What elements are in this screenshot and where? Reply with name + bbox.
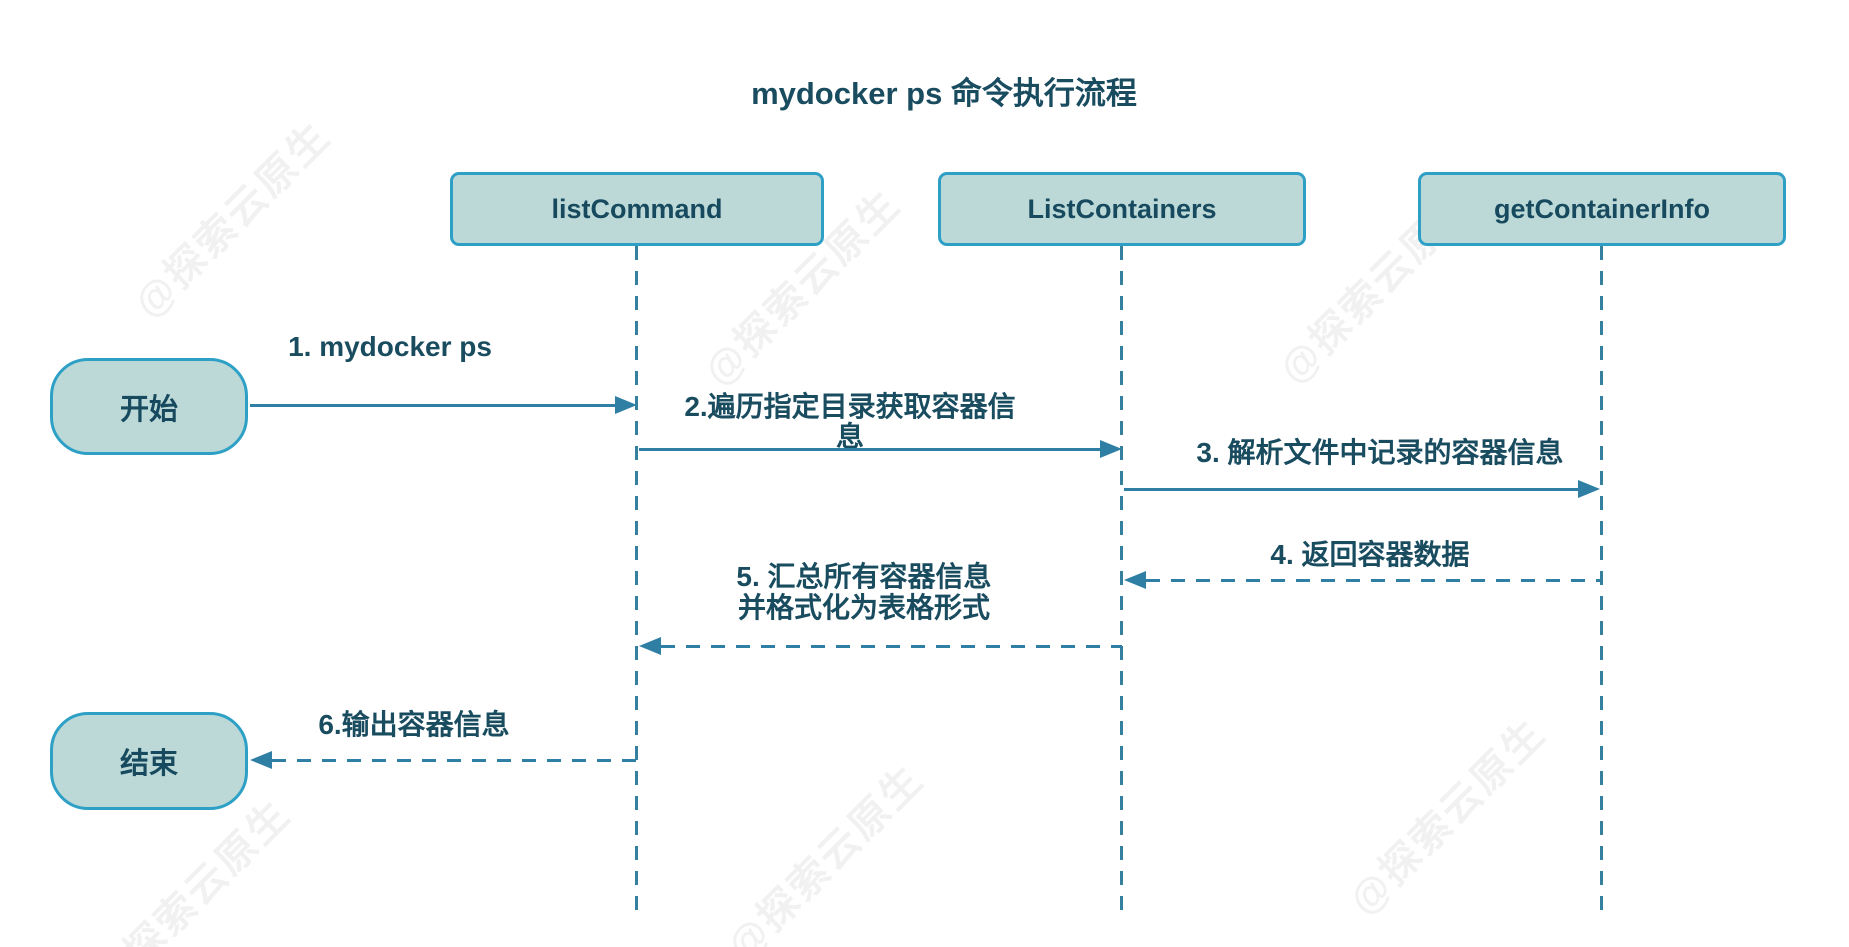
watermark-text: @探索云原生 [719,756,933,947]
lifeline-listcontainers [1120,246,1123,920]
message-1-arrowhead [615,396,637,414]
message-2-arrowhead [1100,440,1122,458]
message-4-line [1146,579,1602,582]
participant-box-listcommand: listCommand [450,172,824,246]
participant-label: getContainerInfo [1494,193,1710,224]
message-5-label: 5. 汇总所有容器信息 并格式化为表格形式 [664,561,1064,623]
message-4-arrowhead [1124,571,1146,589]
message-5-arrowhead [639,637,661,655]
message-6-line [272,759,637,762]
diagram-title: mydocker ps 命令执行流程 [751,76,1137,111]
message-3-label: 3. 解析文件中记录的容器信息 [1196,437,1564,468]
end-node: 结束 [50,712,248,810]
message-5-line [661,645,1122,648]
message-5-label-line1: 5. 汇总所有容器信息 [736,561,992,592]
message-5-label-line2: 并格式化为表格形式 [737,592,990,623]
lifeline-listcommand [635,246,638,920]
message-1-label: 1. mydocker ps [288,331,492,362]
end-node-label: 结束 [119,748,178,780]
watermark-text: @探索云原生 [126,113,340,327]
message-3-line [1124,488,1580,491]
start-node-label: 开始 [119,393,178,426]
message-6-arrowhead [250,751,272,769]
message-2-label-line2: 息 [835,421,864,452]
participant-label: listCommand [551,193,723,224]
message-2-line [639,448,1100,451]
start-node: 开始 [50,358,248,455]
participant-box-getcontainerinfo: getContainerInfo [1418,172,1786,246]
message-4-label: 4. 返回容器数据 [1270,539,1470,570]
message-6-label: 6.输出容器信息 [318,709,510,740]
participant-box-listcontainers: ListContainers [938,172,1306,246]
lifeline-getcontainerinfo [1600,246,1603,920]
message-2-label: 2.遍历指定目录获取容器信 息 [645,392,1055,452]
message-2-label-line1: 2.遍历指定目录获取容器信 [684,391,1016,422]
participant-label: ListContainers [1027,193,1217,224]
watermark-text: @探索云原生 [1341,710,1555,924]
message-3-arrowhead [1578,480,1600,498]
message-1-line [250,404,615,407]
